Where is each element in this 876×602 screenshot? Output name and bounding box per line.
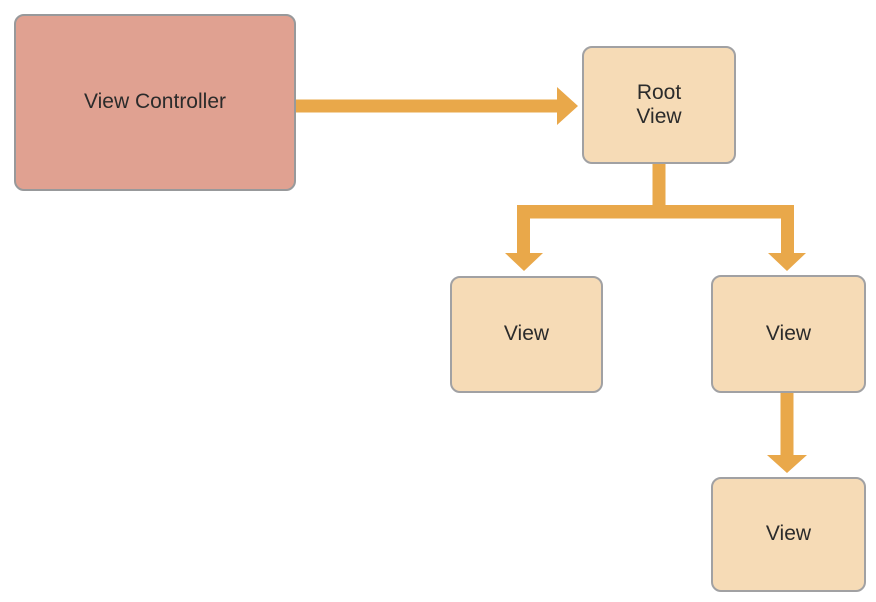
arrow-view-right-to-view-bottom-icon — [767, 393, 807, 473]
node-view-right-label: View — [765, 321, 812, 345]
node-view-bottom: View — [711, 477, 866, 592]
node-view-controller-label: View Controller — [83, 90, 226, 114]
node-view-bottom-label: View — [765, 522, 812, 546]
node-root-view: Root View — [582, 46, 736, 164]
node-view-left: View — [450, 276, 603, 393]
node-view-left-label: View — [503, 322, 550, 346]
arrow-controller-to-rootview-icon — [296, 87, 578, 125]
node-root-view-label: Root View — [636, 80, 682, 128]
node-view-controller: View Controller — [14, 14, 296, 191]
arrow-rootview-to-subviews-icon — [505, 164, 806, 271]
node-view-right: View — [711, 275, 866, 393]
